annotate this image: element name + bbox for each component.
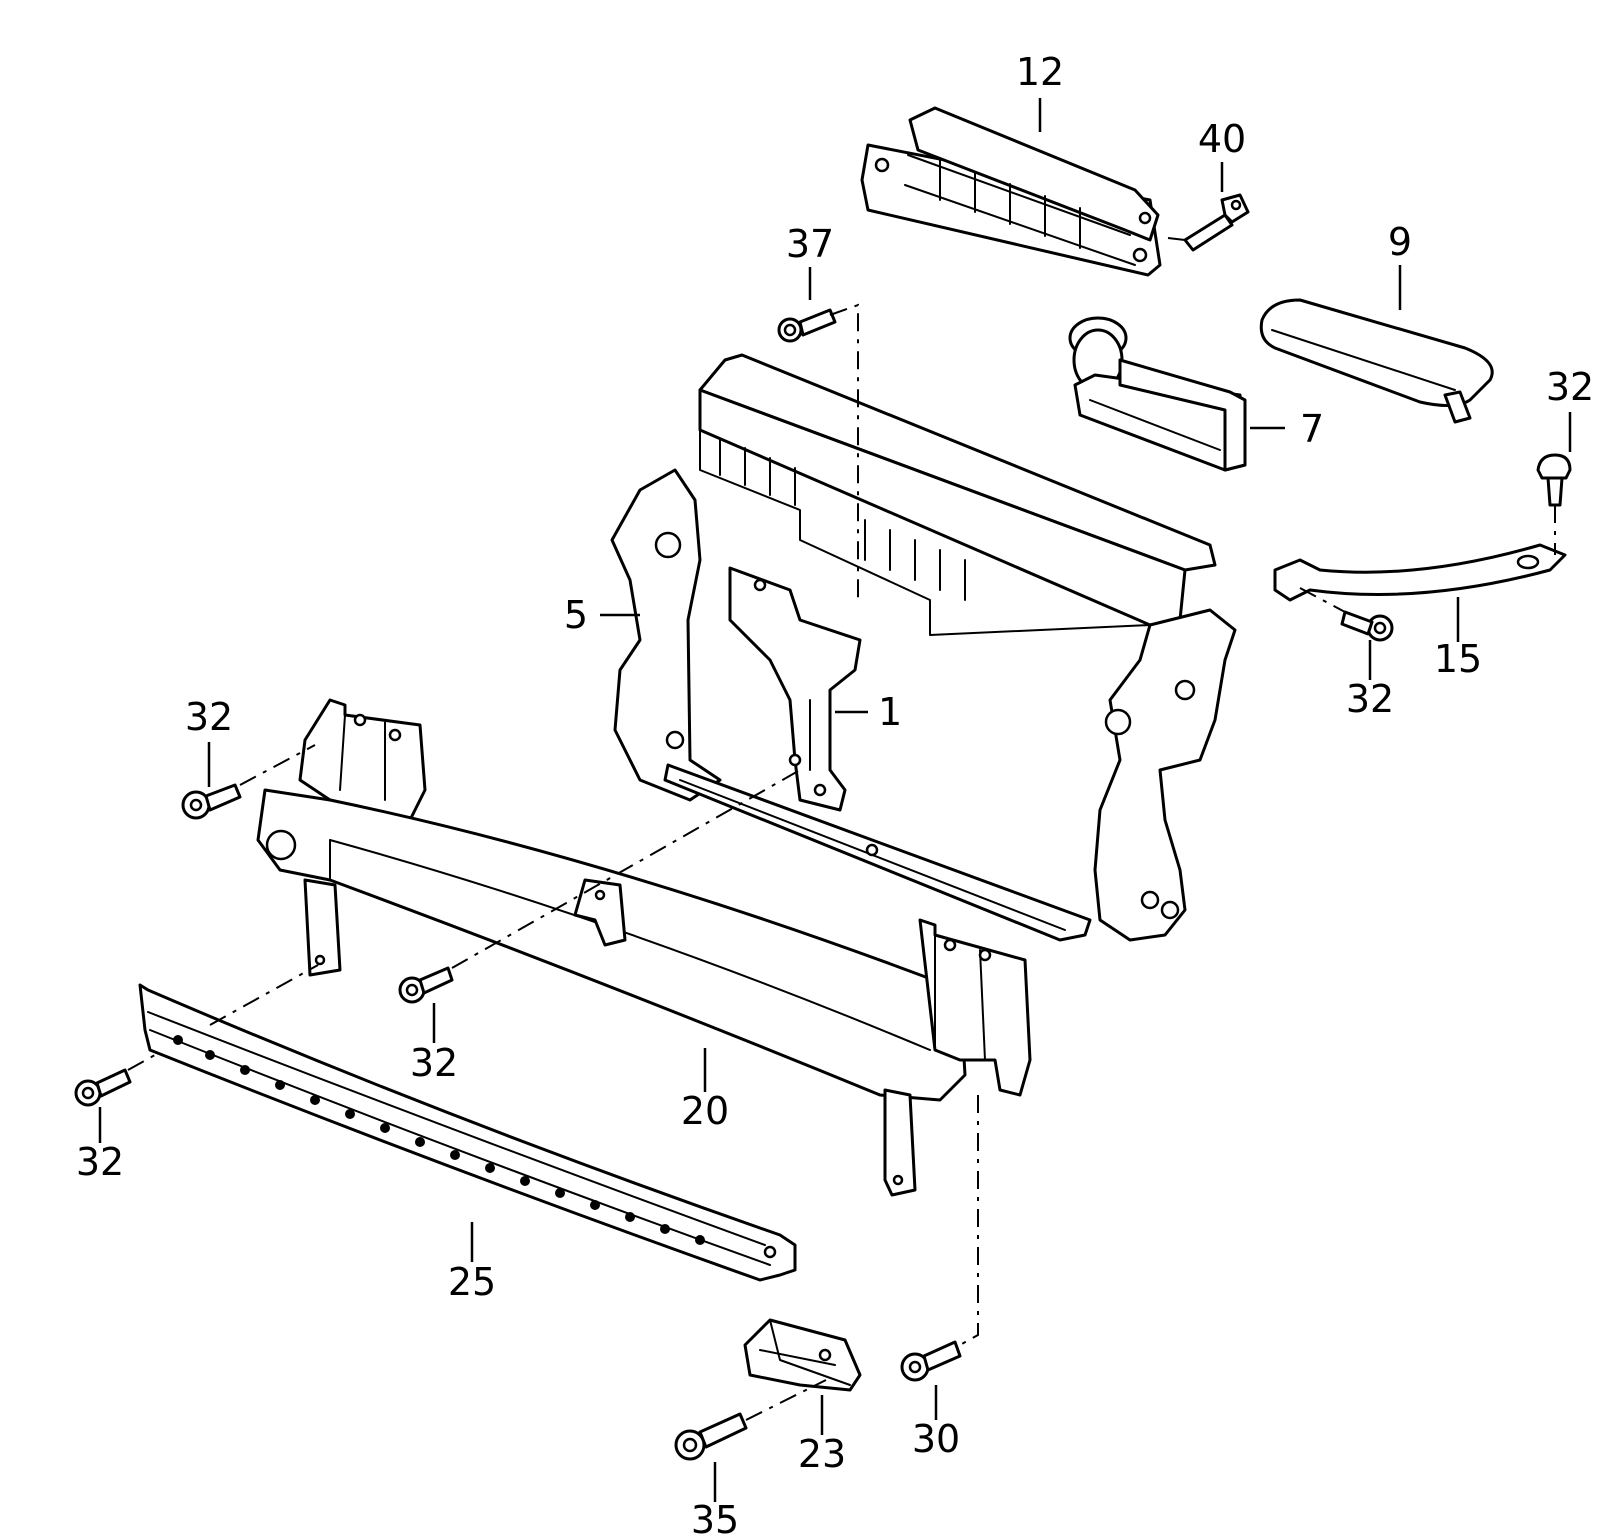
assembly-lines	[127, 237, 1556, 1421]
fastener-32-top-right	[1536, 453, 1572, 507]
part-9-cover	[1259, 298, 1494, 424]
callout-32-left-bottom: 32	[76, 1140, 124, 1184]
callout-40: 40	[1198, 117, 1246, 161]
fastener-32-left-bottom	[74, 1068, 132, 1107]
part-25-energy-absorber	[138, 983, 797, 1282]
callout-numbers: 12 40 37 9 7 32 5 15 32 1 32 32 20 32 25…	[76, 50, 1594, 1539]
absorber-rivets	[173, 1035, 705, 1245]
fastener-32-left-top	[181, 783, 242, 820]
fastener-37-bolt	[777, 308, 837, 343]
callout-9: 9	[1388, 220, 1412, 264]
callout-35: 35	[691, 1498, 739, 1539]
part-23-bracket	[743, 1318, 862, 1392]
callout-30: 30	[912, 1417, 960, 1461]
fastener-32-bottom-right	[1340, 610, 1394, 642]
callout-32-left-top: 32	[185, 695, 233, 739]
callout-32-top-right: 32	[1546, 365, 1594, 409]
callout-5: 5	[564, 593, 588, 637]
part-5-lock-carrier	[610, 353, 1237, 942]
callout-7: 7	[1300, 407, 1324, 451]
callout-1: 1	[878, 690, 902, 734]
callout-20: 20	[681, 1089, 729, 1133]
part-15-support-strut	[1273, 543, 1567, 602]
fastener-32-center	[398, 966, 454, 1004]
part-12-air-duct-upper	[860, 106, 1162, 277]
callout-37: 37	[786, 222, 834, 266]
callout-32-center: 32	[410, 1041, 458, 1085]
part-1-center-bracket	[728, 566, 862, 812]
callout-15: 15	[1434, 637, 1482, 681]
fastener-30-bolt	[900, 1340, 962, 1382]
callout-25: 25	[448, 1260, 496, 1304]
part-20-bumper-beam	[256, 698, 1032, 1197]
callout-12: 12	[1016, 50, 1064, 94]
fastener-35-bolt	[674, 1412, 748, 1461]
callout-32-bottom-right: 32	[1346, 677, 1394, 721]
fastener-40-screw	[1183, 193, 1250, 252]
part-7-intake-duct	[1068, 316, 1247, 472]
leader-lines	[98, 98, 1572, 1502]
callout-23: 23	[798, 1432, 846, 1476]
